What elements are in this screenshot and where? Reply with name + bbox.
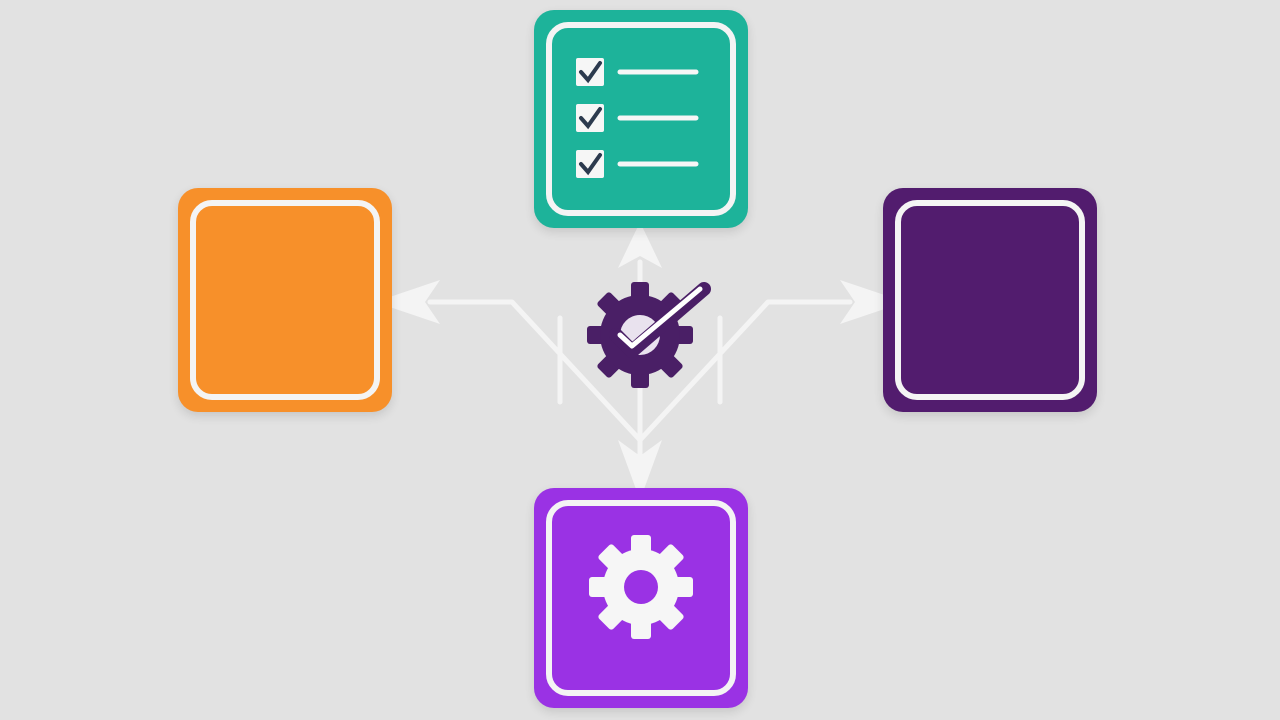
gear-icon bbox=[589, 535, 693, 639]
checklist-icon bbox=[576, 58, 699, 178]
node-left-frame bbox=[190, 200, 380, 400]
connector-to-right bbox=[637, 299, 853, 443]
node-right-frame bbox=[895, 200, 1085, 400]
node-checklist-frame bbox=[546, 22, 736, 216]
node-right bbox=[883, 188, 1097, 412]
arrowhead-bottom bbox=[618, 440, 662, 500]
node-gear-frame bbox=[546, 500, 736, 696]
arrowhead-left bbox=[375, 280, 440, 324]
arrowhead-right bbox=[840, 280, 905, 324]
node-gear bbox=[534, 488, 748, 708]
node-left bbox=[178, 188, 392, 412]
connector-to-left bbox=[427, 299, 643, 443]
node-checklist bbox=[534, 10, 748, 228]
arrowhead-top bbox=[618, 222, 662, 268]
